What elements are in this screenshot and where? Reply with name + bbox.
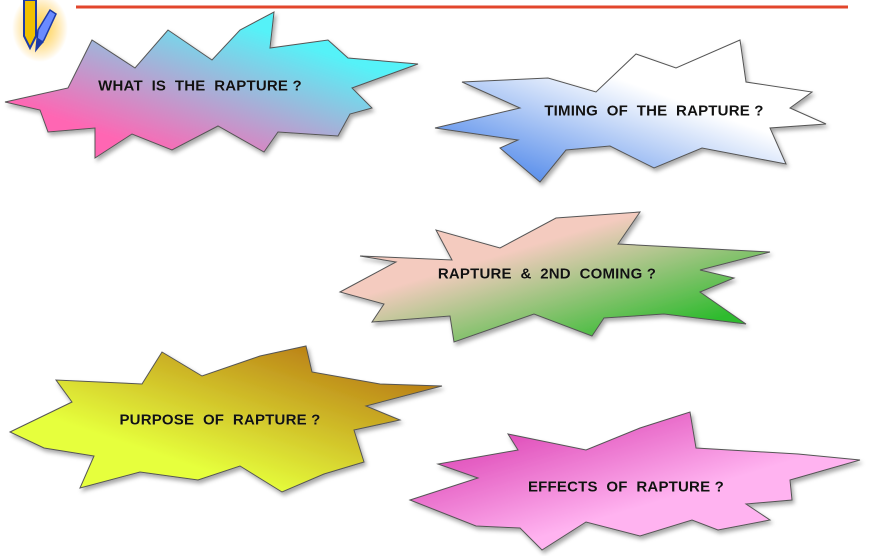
burst-what-is-rapture[interactable] (4, 11, 419, 159)
pencil-icon (12, 0, 68, 62)
burst-purpose-of-rapture[interactable] (8, 345, 443, 493)
burst-timing-of-rapture[interactable] (434, 39, 827, 183)
burst-effects-of-rapture[interactable] (408, 411, 861, 551)
burst-rapture-second-coming[interactable] (338, 211, 771, 343)
